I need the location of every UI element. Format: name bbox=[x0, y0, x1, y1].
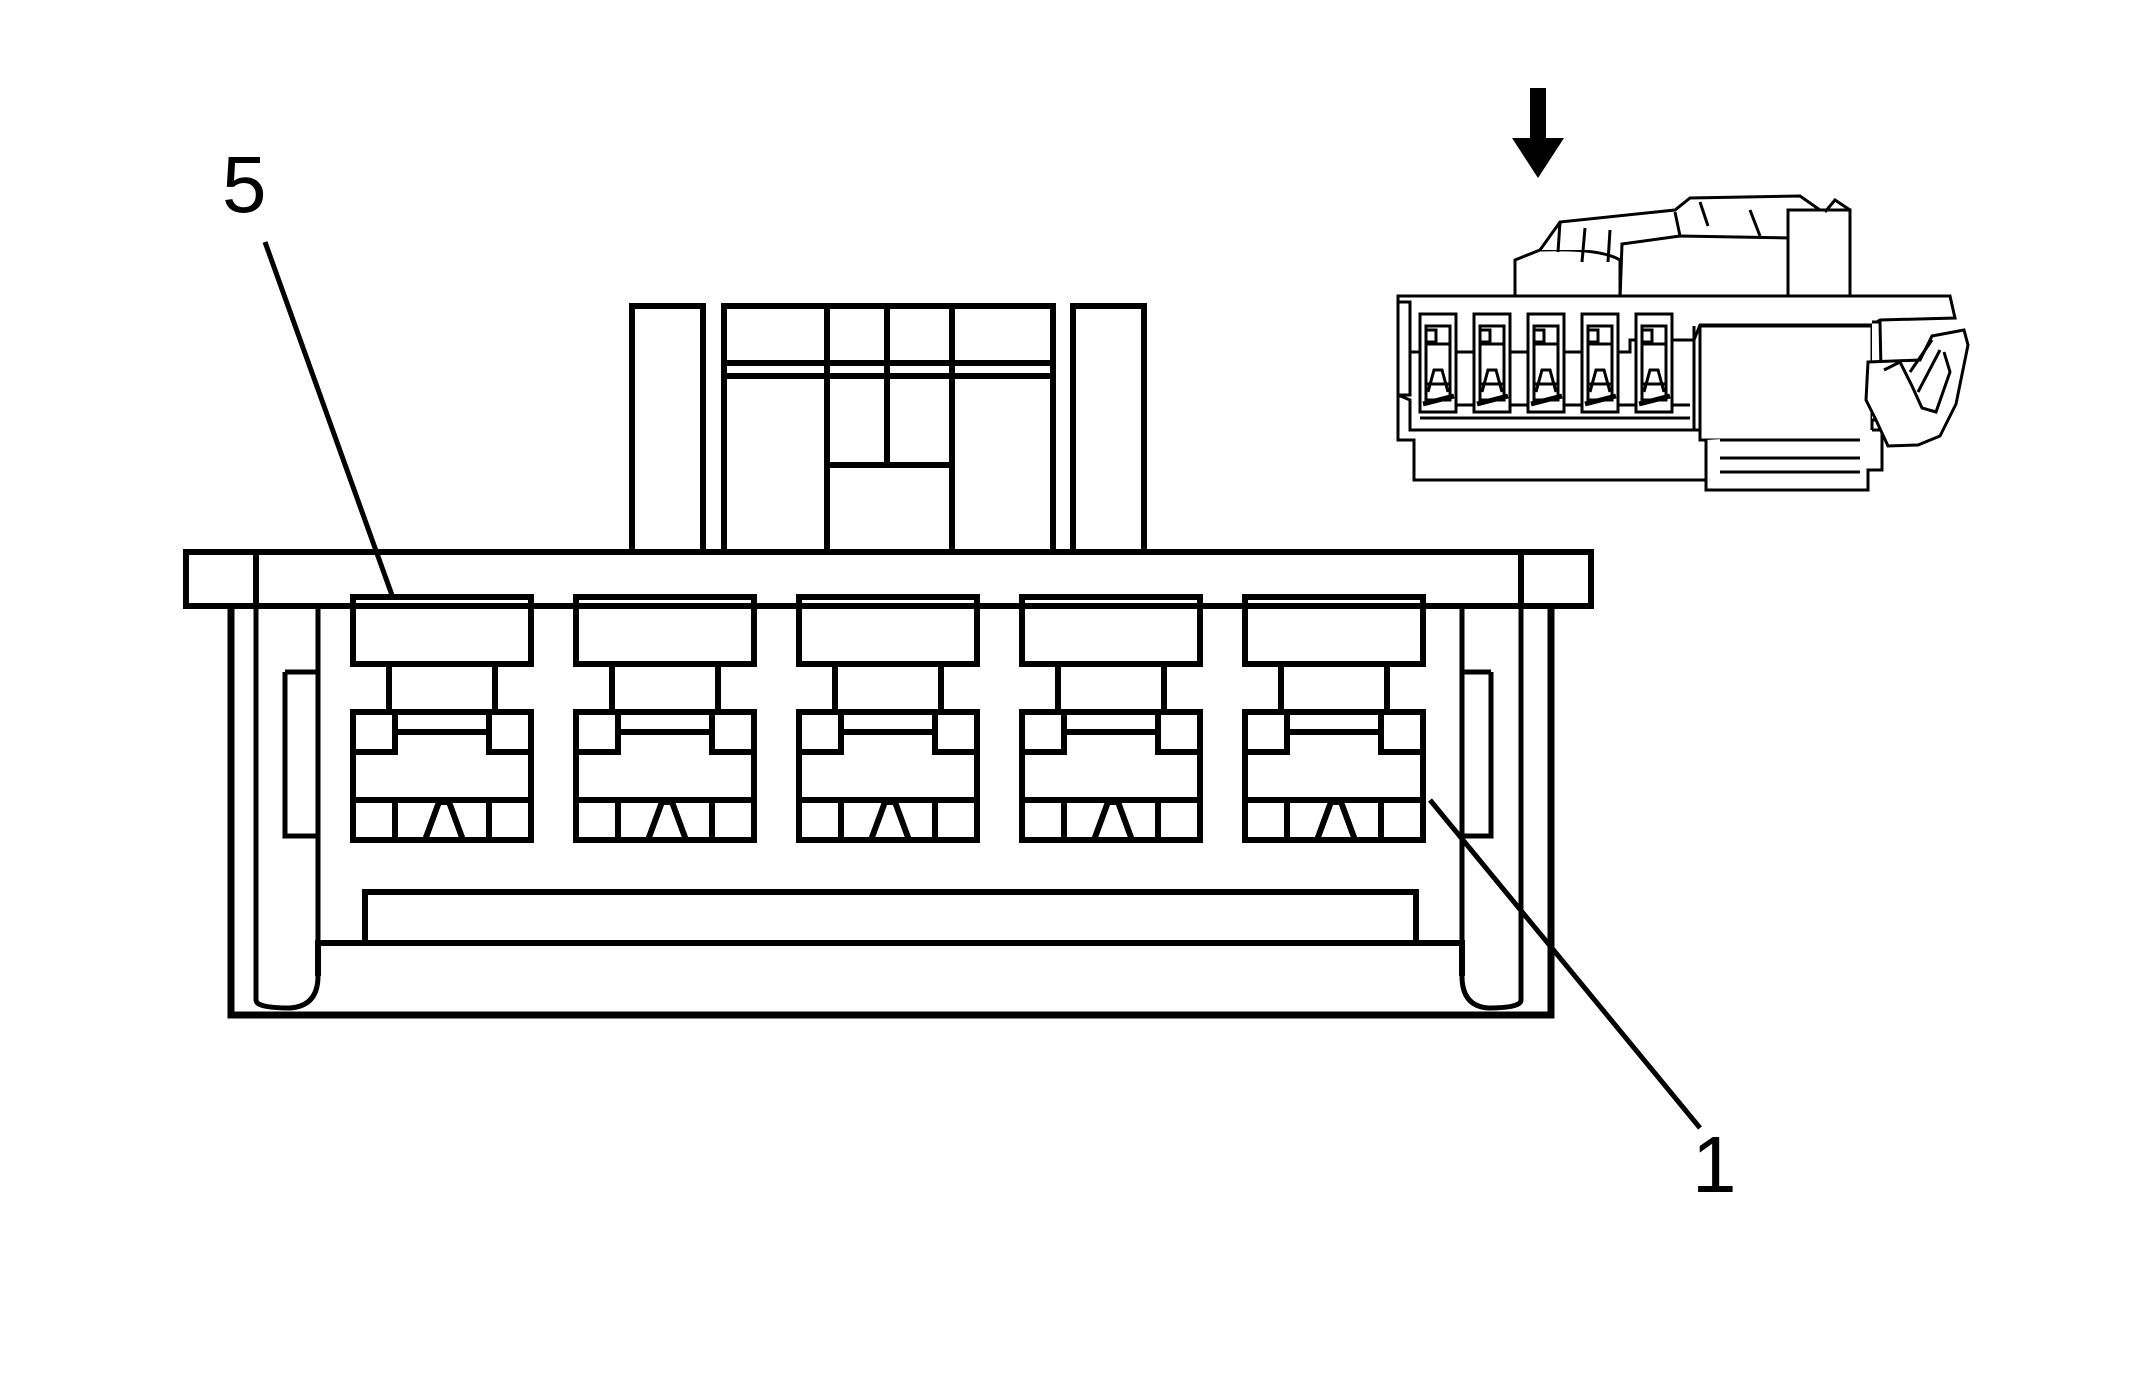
latch-post-right bbox=[1070, 303, 1147, 555]
inset-cavity bbox=[1526, 312, 1566, 414]
inset-cavity bbox=[1472, 312, 1512, 414]
terminal-cavity bbox=[1019, 594, 1203, 843]
housing bbox=[227, 606, 1555, 1019]
terminal-cavity bbox=[350, 594, 534, 843]
leader-line-1 bbox=[1428, 798, 1702, 1130]
inset-cavity bbox=[1634, 312, 1674, 414]
inset-terminal-cavities bbox=[1418, 312, 1674, 414]
inset-cavity bbox=[1580, 312, 1620, 414]
connector-inset-view bbox=[1396, 88, 1970, 492]
leader-line-5 bbox=[262, 241, 396, 599]
top-flange bbox=[183, 549, 1594, 609]
lock-latch bbox=[629, 303, 1147, 555]
terminal-cavities bbox=[350, 594, 1426, 843]
latch-post-left bbox=[629, 303, 706, 555]
terminal-cavity bbox=[573, 594, 757, 843]
connector-face: 5 1 bbox=[183, 140, 1737, 1209]
inset-cavity bbox=[1418, 312, 1458, 414]
cavity-label-1: 1 bbox=[1692, 1120, 1737, 1209]
terminal-cavity bbox=[796, 594, 980, 843]
cavity-label-5: 5 bbox=[222, 140, 267, 229]
down-arrow-icon bbox=[1512, 88, 1564, 178]
terminal-cavity bbox=[1242, 594, 1426, 843]
